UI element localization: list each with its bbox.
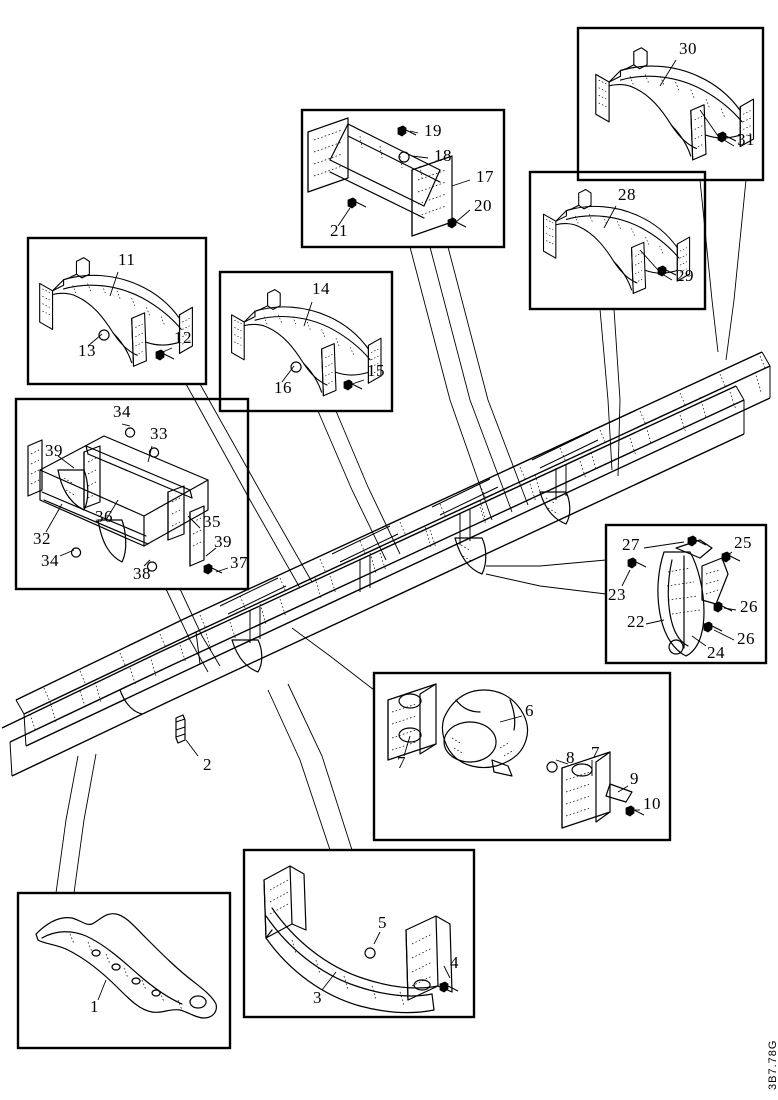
callout-7-a: 7 <box>397 753 406 772</box>
fastener-2 <box>175 714 186 744</box>
detail-box-6-10 <box>372 671 672 842</box>
callout-38: 38 <box>133 564 151 583</box>
callout-35: 35 <box>203 512 221 531</box>
callout-13: 13 <box>78 341 96 360</box>
callout-9: 9 <box>630 769 639 788</box>
callout-34-b: 34 <box>41 551 59 570</box>
fastener-21 <box>347 197 367 209</box>
fastener-19 <box>397 125 417 137</box>
fastener-12 <box>155 349 175 361</box>
detail-box-1 <box>16 891 232 1050</box>
callout-25: 25 <box>734 533 752 552</box>
callout-27: 27 <box>622 535 640 554</box>
callout-6: 6 <box>525 701 534 720</box>
callout-36: 36 <box>95 507 113 526</box>
callout-33: 33 <box>150 424 168 443</box>
callout-39-b: 39 <box>214 532 232 551</box>
callout-1: 1 <box>90 997 99 1016</box>
chassis-rail-assembly <box>1 351 771 777</box>
callout-10: 10 <box>643 794 661 813</box>
callout-8: 8 <box>566 748 575 767</box>
callout-34-a: 34 <box>113 402 131 421</box>
callout-17: 17 <box>476 167 494 186</box>
callout-29: 29 <box>676 266 694 285</box>
callout-15: 15 <box>367 361 385 380</box>
fastener-26b <box>703 621 723 633</box>
callout-2: 2 <box>203 755 212 774</box>
callout-32: 32 <box>33 529 51 548</box>
detail-box-30-31 <box>576 26 765 182</box>
callout-30: 30 <box>679 39 697 58</box>
callout-31: 31 <box>737 130 755 149</box>
drawing-code: 3B7.78G <box>767 1039 778 1090</box>
fastener-10 <box>625 805 645 817</box>
fastener-23 <box>627 557 647 569</box>
callout-37: 37 <box>230 553 248 572</box>
callout-22: 22 <box>627 612 645 631</box>
callout-28: 28 <box>618 185 636 204</box>
callout-21: 21 <box>330 221 348 240</box>
detail-box-17-21 <box>300 108 506 249</box>
callout-23: 23 <box>608 585 626 604</box>
callout-20: 20 <box>474 196 492 215</box>
callout-12: 12 <box>174 328 192 347</box>
detail-box-32-39 <box>14 397 250 591</box>
callout-19: 19 <box>424 121 442 140</box>
fastener-37 <box>203 563 223 575</box>
detail-box-22-27 <box>604 523 768 665</box>
fastener-20 <box>447 217 467 229</box>
callout-18: 18 <box>434 146 452 165</box>
callout-16: 16 <box>274 378 292 397</box>
fastener-26a <box>713 601 733 613</box>
callout-3: 3 <box>313 988 322 1007</box>
callout-26-a: 26 <box>740 597 758 616</box>
callout-26-b: 26 <box>737 629 755 648</box>
detail-box-11-13 <box>26 236 208 386</box>
callout-5: 5 <box>378 913 387 932</box>
callout-39-a: 39 <box>45 441 63 460</box>
detail-box-28-29 <box>528 170 707 311</box>
callout-24: 24 <box>707 643 725 662</box>
detail-box-3-5 <box>242 848 476 1019</box>
callout-14: 14 <box>312 279 330 298</box>
callout-7-b: 7 <box>591 743 600 762</box>
leader-lines <box>55 179 747 894</box>
callout-11: 11 <box>118 250 136 269</box>
fastener-27 <box>687 535 707 547</box>
callout-4: 4 <box>450 953 459 972</box>
detail-box-14-16 <box>218 270 394 413</box>
